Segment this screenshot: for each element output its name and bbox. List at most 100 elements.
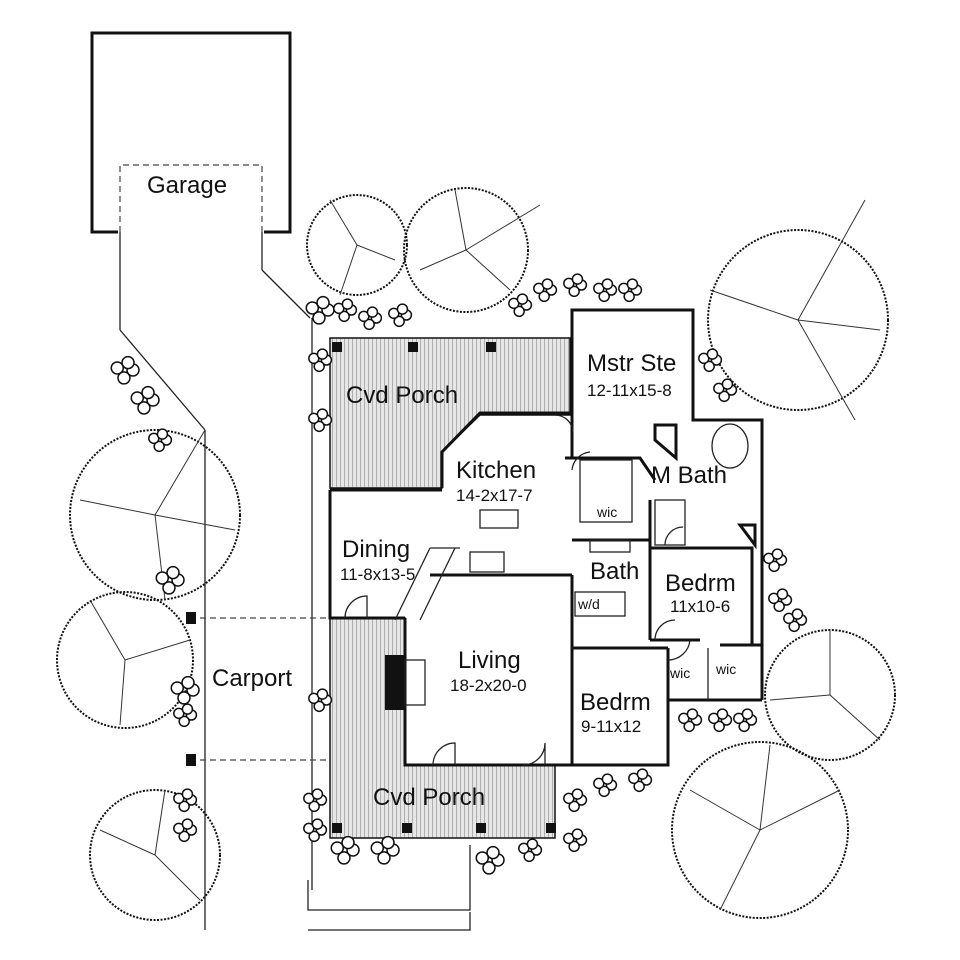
shrub xyxy=(141,385,155,400)
master-suite-label: Mstr Ste xyxy=(587,350,677,377)
shrub xyxy=(316,408,329,420)
shrub xyxy=(768,560,780,573)
master-bath-label: M Bath xyxy=(651,462,728,489)
shrub xyxy=(788,620,800,633)
shrub xyxy=(316,348,329,360)
house-walls xyxy=(328,308,764,767)
shrub xyxy=(370,841,385,855)
shrub xyxy=(568,800,580,813)
shrub xyxy=(338,310,350,323)
shrub xyxy=(706,348,719,360)
shrub xyxy=(156,428,169,440)
shrub xyxy=(718,390,730,403)
shrub xyxy=(341,298,354,310)
shrub xyxy=(153,440,165,453)
landscape-shrubs xyxy=(110,273,808,875)
shrub xyxy=(308,800,320,813)
shrub xyxy=(513,305,525,318)
shrub xyxy=(686,708,699,720)
shrub xyxy=(526,838,539,850)
shrub xyxy=(396,303,409,315)
shrub xyxy=(166,565,180,580)
living-size: 18-2x20-0 xyxy=(450,676,527,695)
shrub xyxy=(337,851,351,865)
front-porch-label: Cvd Porch xyxy=(373,784,486,811)
shrub xyxy=(316,295,330,310)
shrub xyxy=(137,401,151,415)
kitchen-size: 14-2x17-7 xyxy=(456,486,533,505)
shrub xyxy=(601,278,614,290)
bedroom-2-wic-label: wic xyxy=(670,665,691,681)
shrub xyxy=(776,588,789,600)
shrub xyxy=(313,420,325,433)
shrub xyxy=(130,391,145,405)
shrub xyxy=(571,788,584,800)
washer-dryer-label: w/d xyxy=(578,596,600,612)
shrub xyxy=(341,835,355,850)
shrub xyxy=(568,840,580,853)
bedroom-3-size: 9-11x12 xyxy=(581,717,642,736)
shrub xyxy=(305,301,320,315)
shrub xyxy=(598,290,610,303)
shrub xyxy=(381,835,395,850)
shrub xyxy=(791,608,804,620)
shrub xyxy=(377,851,391,865)
shrub xyxy=(393,315,405,328)
master-wic-label: wic xyxy=(597,504,618,520)
shrub xyxy=(162,581,176,595)
shrub xyxy=(633,780,645,793)
shrub xyxy=(538,290,550,303)
carport-label: Carport xyxy=(212,665,293,692)
shrub xyxy=(626,278,639,290)
bedroom-3-wic-label: wic xyxy=(716,661,737,677)
shrub xyxy=(178,800,190,813)
shrub xyxy=(316,688,329,700)
shrub xyxy=(181,818,194,830)
shrub xyxy=(363,318,375,331)
shrub xyxy=(516,293,529,305)
shrub xyxy=(181,675,195,690)
master-suite-size: 12-11x15-8 xyxy=(587,381,672,400)
shrub xyxy=(312,311,326,325)
shrub xyxy=(170,681,185,695)
shrub xyxy=(683,720,695,733)
shrub xyxy=(741,708,754,720)
shrub xyxy=(571,828,584,840)
shrub xyxy=(155,571,170,585)
shrub xyxy=(117,371,131,385)
shrub xyxy=(601,773,614,785)
shrub xyxy=(703,360,715,373)
shrub xyxy=(311,818,324,830)
shrub xyxy=(716,708,729,720)
garage-label: Garage xyxy=(147,172,228,199)
shrub xyxy=(121,355,135,370)
shrub xyxy=(771,548,784,560)
shrub xyxy=(178,715,190,728)
shrub xyxy=(178,830,190,843)
shrub xyxy=(738,720,750,733)
shrub xyxy=(721,378,734,390)
shrub xyxy=(568,285,580,298)
garage xyxy=(90,31,311,431)
shrub xyxy=(110,361,125,375)
shrub xyxy=(181,703,194,715)
bedroom-2-label: Bedrm xyxy=(665,570,736,597)
dining-label: Dining xyxy=(342,536,411,563)
shrub xyxy=(482,861,496,875)
rear-porch-label: Cvd Porch xyxy=(346,382,459,409)
dining-size: 11-8x13-5 xyxy=(340,565,416,584)
bedroom-3-label: Bedrm xyxy=(580,689,651,716)
shrub xyxy=(713,720,725,733)
shrub xyxy=(313,360,325,373)
shrub xyxy=(636,768,649,780)
shrub xyxy=(486,845,500,860)
shrub xyxy=(541,278,554,290)
landscape-trees xyxy=(56,187,896,921)
shrub xyxy=(330,841,345,855)
shrub xyxy=(571,273,584,285)
shrub xyxy=(308,830,320,843)
kitchen-label: Kitchen xyxy=(456,457,537,484)
shrub xyxy=(623,290,635,303)
shrub xyxy=(523,850,535,863)
